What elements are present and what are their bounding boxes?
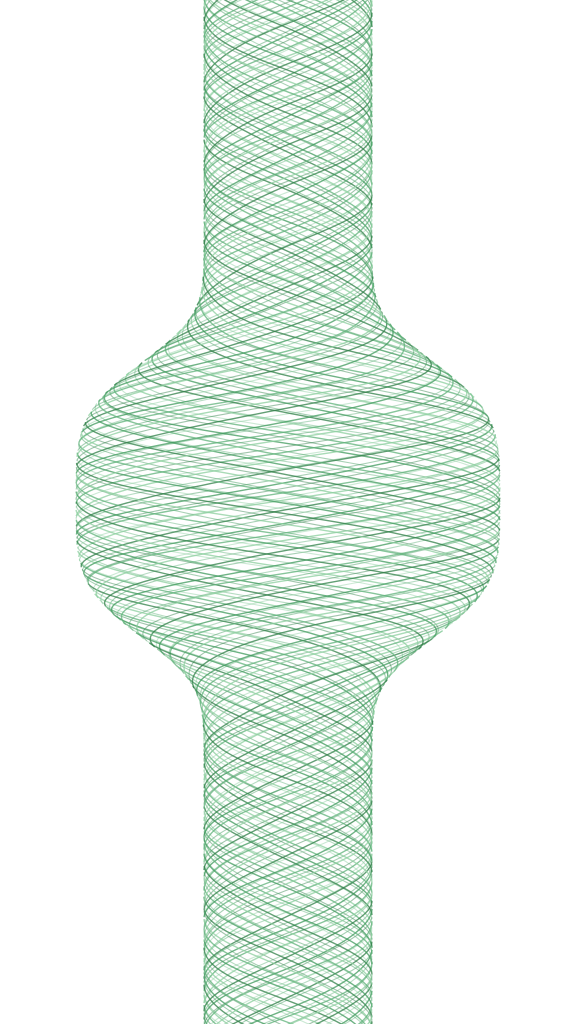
mesh-wires-front-layer [75,0,501,1024]
helix-wire-back [92,37,501,1024]
helix-wire-front [76,96,494,1024]
helix-wire-front [87,82,501,1024]
helix-wire-back [100,47,501,1024]
helix-wire-front [78,0,499,996]
helix-wire-back [76,100,495,1024]
helix-wire-front [95,41,501,1024]
helix-wire-back [82,0,500,981]
helix-wire-front [90,0,501,965]
helix-wire-back [79,108,498,1024]
helix-wire-front [76,0,496,991]
helix-wire-back [75,84,488,1024]
helix-wire-back [75,59,469,1024]
helix-wire-front [75,35,485,1024]
helix-wire-front [81,102,499,1024]
helix-wire-front [82,20,501,1020]
helix-wire-front [80,12,500,1012]
helix-wire-front [97,69,501,1024]
helix-wire-back [86,0,501,973]
helix-wire-front [78,0,499,1004]
helix-wire-front [75,53,471,1024]
helix-wire-back [77,0,496,1024]
helix-wire-front [94,0,501,926]
helix-wire-front [75,0,488,918]
helix-wire-back [75,51,473,1024]
helix-wire-front [75,0,493,979]
helix-wire-back [106,0,501,940]
helix-wire-front [78,110,498,1024]
helix-wire-back [79,8,499,1004]
helix-wire-front [97,0,501,955]
helix-wire-front [103,0,501,948]
helix-wire-back [76,92,491,1024]
helix-wire-back [85,88,501,1024]
helix-wire-front [79,0,499,1024]
helix-wire-back [75,0,487,918]
helix-wire-back [75,0,485,965]
helix-wire-back [76,0,493,1024]
helix-wire-front [75,0,468,942]
helix-wire-back [75,0,478,957]
helix-wire-back [77,0,498,993]
helix-wire-back [75,22,492,1020]
mesh-wires-back-layer [75,0,501,1024]
helix-wire-front [75,76,483,1024]
helix-wire-front [75,24,490,1024]
helix-wire-back [81,0,500,1024]
helix-wire-back [75,0,470,946]
helix-wire-back [75,72,482,1024]
helix-wire-front [80,0,500,985]
helix-wire-back [78,112,499,1024]
helix-wire-front [84,0,501,975]
helix-wire-back [82,18,500,1016]
helix-wire-front [75,63,475,1024]
helix-wire-back [75,39,483,1024]
helix-wire-back [76,10,496,1014]
helix-wire-front [75,16,494,1018]
helix-wire-front [105,61,501,1024]
helix-wire-back [77,0,499,1002]
helix-wire-back [83,0,500,1024]
helix-wire-front [75,0,474,950]
helix-wire-front [76,6,497,1008]
helix-wire-back [75,31,489,1024]
helix-wire-front [76,0,491,1024]
helix-wire-back [88,0,501,920]
helix-wire-front [103,53,501,1024]
helix-wire-front [76,0,495,1024]
helix-wire-back [75,0,490,975]
helix-wire-front [75,0,490,971]
helix-wire-back [86,29,501,1024]
helix-wire-front [75,45,478,1024]
helix-wire-front [77,108,497,1024]
helix-wire-back [94,0,501,961]
helix-wire-front [83,94,500,1024]
helix-wire-back [91,78,501,1024]
